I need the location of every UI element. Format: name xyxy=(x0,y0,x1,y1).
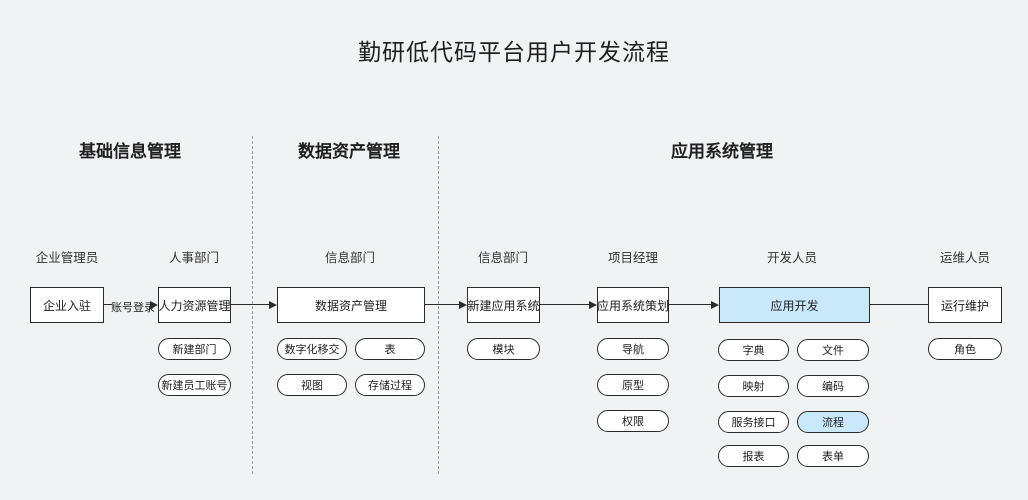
pill-process: 流程 xyxy=(797,411,869,433)
pill-mapping: 映射 xyxy=(718,375,789,397)
pill-form: 表单 xyxy=(797,445,869,467)
role-project-manager: 项目经理 xyxy=(607,251,659,265)
role-enterprise-admin: 企业管理员 xyxy=(35,251,99,265)
role-developer: 开发人员 xyxy=(766,251,818,265)
pill-encoding: 编码 xyxy=(797,375,869,397)
role-ops-personnel: 运维人员 xyxy=(939,251,991,265)
section-header-application-system: 应用系统管理 xyxy=(671,142,773,161)
box-new-application-system: 新建应用系统 xyxy=(467,287,540,323)
pill-permission: 权限 xyxy=(597,410,669,432)
pill-new-department: 新建部门 xyxy=(158,338,231,360)
flow-connector xyxy=(669,304,711,305)
pill-dictionary: 字典 xyxy=(718,339,789,361)
section-header-basic-info: 基础信息管理 xyxy=(79,142,181,161)
pill-table: 表 xyxy=(355,338,425,360)
arrow-right-icon xyxy=(589,300,597,309)
box-application-planning: 应用系统策划 xyxy=(597,287,669,323)
edge-label-account-login: 账号登录 xyxy=(111,302,155,314)
section-divider xyxy=(252,136,253,474)
page-title: 勤研低代码平台用户开发流程 xyxy=(358,39,670,65)
pill-service-interface: 服务接口 xyxy=(718,411,789,433)
pill-report: 报表 xyxy=(718,445,789,467)
role-info-department-1: 信息部门 xyxy=(324,251,376,265)
arrow-right-icon xyxy=(711,300,719,309)
role-info-department-2: 信息部门 xyxy=(477,251,529,265)
arrow-right-icon xyxy=(269,300,277,309)
pill-digital-handover: 数字化移交 xyxy=(277,338,347,360)
pill-new-employee-account: 新建员工账号 xyxy=(158,374,231,396)
pill-stored-procedure: 存储过程 xyxy=(355,374,425,396)
box-data-asset-management: 数据资产管理 xyxy=(277,287,425,323)
flow-connector xyxy=(870,304,928,305)
flow-connector xyxy=(425,304,459,305)
pill-prototype: 原型 xyxy=(597,374,669,396)
pill-role: 角色 xyxy=(928,338,1002,360)
pill-navigation: 导航 xyxy=(597,338,669,360)
pill-view: 视图 xyxy=(277,374,347,396)
box-enterprise-onboarding: 企业入驻 xyxy=(30,287,104,323)
box-operation-maintenance: 运行维护 xyxy=(928,287,1002,323)
arrow-right-icon xyxy=(150,300,158,309)
arrow-right-icon xyxy=(459,300,467,309)
flow-connector xyxy=(540,304,589,305)
role-hr-department: 人事部门 xyxy=(168,251,220,265)
pill-file: 文件 xyxy=(797,339,869,361)
pill-module: 模块 xyxy=(467,338,540,360)
box-hr-management: 人力资源管理 xyxy=(158,287,231,323)
box-application-development: 应用开发 xyxy=(719,287,870,323)
flow-connector xyxy=(104,304,112,305)
section-header-data-asset: 数据资产管理 xyxy=(298,142,400,161)
section-divider xyxy=(438,136,439,474)
flow-connector xyxy=(231,304,269,305)
